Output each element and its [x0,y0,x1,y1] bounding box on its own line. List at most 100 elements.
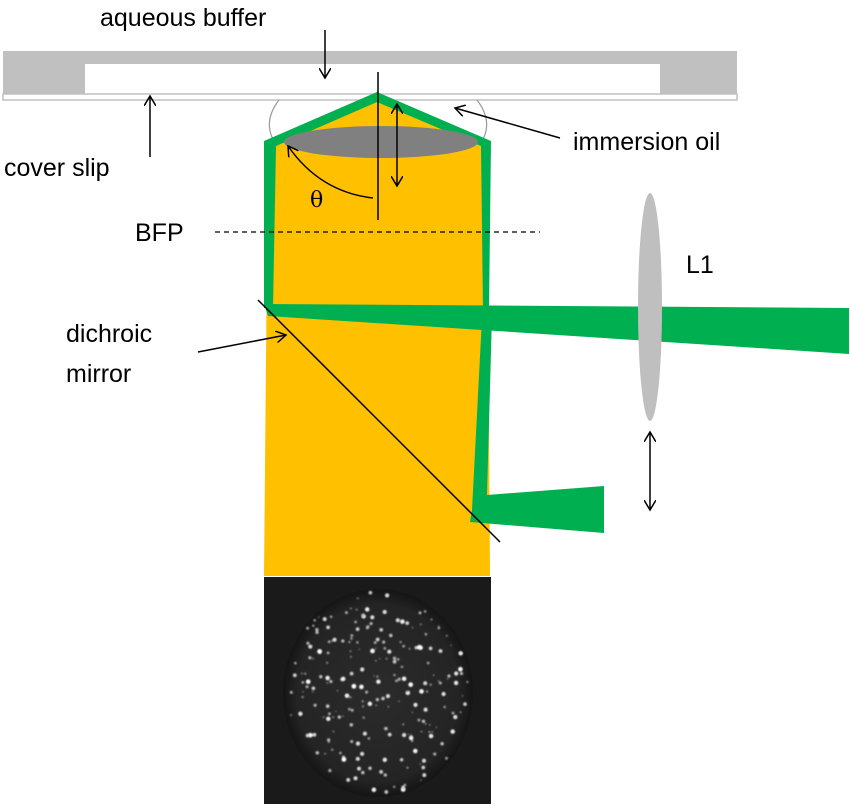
fluorescent-spot [312,732,317,737]
fluorescent-spot [376,675,379,678]
fluorescent-spot [418,611,422,615]
fluorescent-spot [329,615,333,619]
fluorescent-spot [384,726,388,731]
fluorescent-spot [428,646,433,651]
fluorescent-spot [327,640,331,644]
fluorescent-spot [329,679,333,684]
fluorescent-spot [289,690,293,694]
fluorescent-spot [428,723,431,726]
fluorescent-spot [458,651,463,656]
fluorescent-spot [315,630,319,635]
fluorescent-spot [466,680,469,684]
fluorescent-spot [360,667,365,672]
fluorescent-spot [375,637,380,642]
fluorescent-spot [382,640,386,644]
fluorescent-spot [383,647,387,650]
fluorescent-spot [367,701,373,707]
fluorescent-spot [461,695,464,697]
fluorescent-spot [392,656,397,660]
aqueous-buffer-region [85,64,660,94]
fluorescent-spot [400,619,405,624]
fluorescent-spot [305,685,309,689]
fluorescent-spot [403,783,407,787]
fluorescent-spot [305,679,311,685]
excitation-beam-vertical [470,316,604,533]
fluorescent-spot [328,769,332,773]
fluorescent-spot [332,730,335,733]
fluorescent-spot [419,763,421,765]
fluorescent-spot [327,712,331,716]
fluorescent-spot [322,716,325,719]
fluorescent-spot [408,647,411,650]
fluorescent-spot [398,700,400,703]
fluorescent-spot [433,752,437,756]
fluorescent-spot [438,649,443,653]
fluorescent-spot [446,677,449,680]
fluorescent-spot [298,711,303,716]
fluorescent-spot [401,785,406,790]
fluorescent-spot [440,741,444,746]
fluorescent-spot [368,766,372,770]
fluorescent-spot [325,675,330,681]
fluorescent-spot [374,647,377,650]
fluorescent-spot [327,738,331,742]
camera-field-of-view [283,589,473,797]
fluorescent-spot [290,713,293,717]
fluorescent-spot [421,765,426,770]
fluorescent-spot [408,682,414,687]
fluorescent-spot [376,679,381,684]
fluorescent-spot [378,657,381,660]
fluorescent-spot [342,715,344,718]
fluorescent-spot [405,690,411,696]
fluorescent-spot [459,671,464,676]
fluorescent-spot [324,752,327,755]
fluorescent-spot [453,680,459,686]
fluorescent-spot [351,683,357,689]
fluorescent-spot [305,733,310,738]
fluorescent-spot [454,671,459,676]
fluorescent-spot [385,694,391,699]
fluorescent-spot [423,681,428,686]
objective-lens-disk [284,126,478,158]
fluorescent-spot [402,733,407,738]
fluorescent-spot [438,681,442,685]
fluorescent-spot [359,684,364,690]
label-theta: θ [310,188,323,213]
fluorescent-spot [435,726,438,728]
fluorescent-spot [355,627,360,631]
fluorescent-spot [420,730,423,733]
fluorescent-spot [397,677,401,681]
fluorescent-spot [308,656,312,660]
fluorescent-spot [349,607,352,610]
fluorescent-spot [428,733,434,739]
fluorescent-spot [315,627,319,632]
fluorescent-spot [361,770,365,775]
fluorescent-spot [350,634,354,637]
fluorescent-spot [423,610,427,613]
fluorescent-spot [413,748,418,754]
immersion-oil-arrow [455,108,561,139]
fluorescent-spot [379,770,383,774]
fluorescent-spot [382,757,387,762]
fluorescent-spot [358,648,361,651]
fluorescent-spot [437,679,440,682]
fluorescent-spot [387,649,392,654]
fluorescent-spot [349,650,352,653]
fluorescent-spot [312,624,315,628]
fluorescent-spot [315,751,320,755]
fluorescent-spot [402,723,405,726]
fluorescent-spot [360,751,365,756]
fluorescent-spot [353,776,358,781]
fluorescent-spot [354,620,357,624]
fluorescent-spot [317,649,322,654]
fluorescent-spot [419,623,422,626]
fluorescent-spot [422,758,426,763]
fluorescent-spot [425,690,429,693]
fluorescent-spot [306,641,310,645]
fluorescent-spot [332,716,335,719]
label-cover-slip: cover slip [4,154,110,182]
fluorescent-spot [374,659,377,662]
fluorescent-spot [362,731,367,736]
fluorescent-spot [370,648,375,654]
fluorescent-spot [459,711,462,714]
